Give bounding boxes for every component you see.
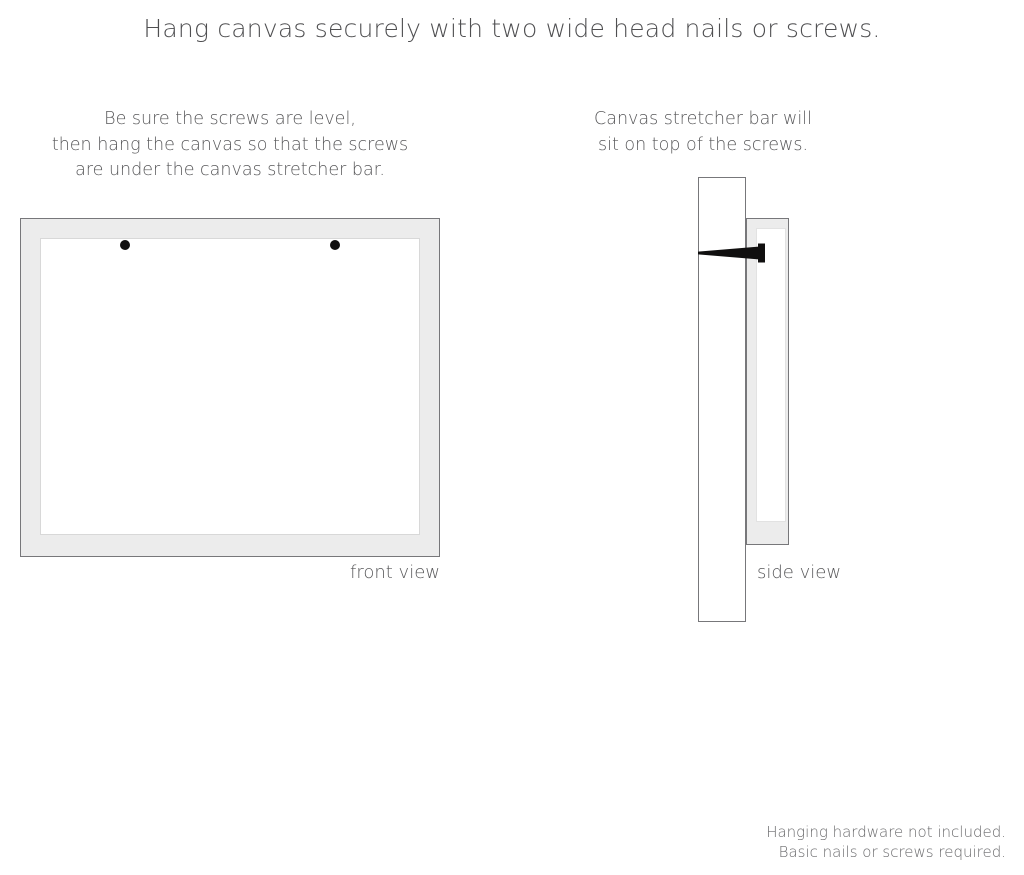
canvas-face-side — [756, 228, 786, 522]
front-view-label: front view — [350, 562, 440, 583]
screw-head-left-icon — [120, 240, 130, 250]
footer-line-2: Basic nails or screws required. — [778, 843, 1006, 861]
side-view-label: side view — [757, 562, 842, 583]
side-view-caption-line-2: sit on top of the screws. — [597, 134, 809, 155]
front-view-caption-line-3: are under the canvas stretcher bar. — [75, 160, 385, 180]
canvas-face-front — [40, 238, 420, 535]
screw-head-right-icon — [330, 240, 340, 250]
front-view-caption: Be sure the screws are level, then hang … — [10, 107, 450, 184]
footer-line-1: Hanging hardware not included. — [766, 823, 1006, 841]
side-view-diagram — [690, 170, 810, 630]
front-view-caption-line-1: Be sure the screws are level, — [104, 109, 356, 129]
page-title: Hang canvas securely with two wide head … — [143, 14, 881, 43]
front-view-caption-line-2: then hang the canvas so that the screws — [51, 134, 409, 155]
screw-side-icon — [698, 243, 765, 263]
side-view-caption-line-1: Canvas stretcher bar will — [594, 109, 812, 129]
footer-note: Hanging hardware not included. Basic nai… — [766, 822, 1006, 862]
canvas-stretcher-bar-side — [746, 218, 789, 545]
front-view-diagram — [20, 218, 440, 557]
side-view-caption: Canvas stretcher bar will sit on top of … — [553, 107, 853, 158]
